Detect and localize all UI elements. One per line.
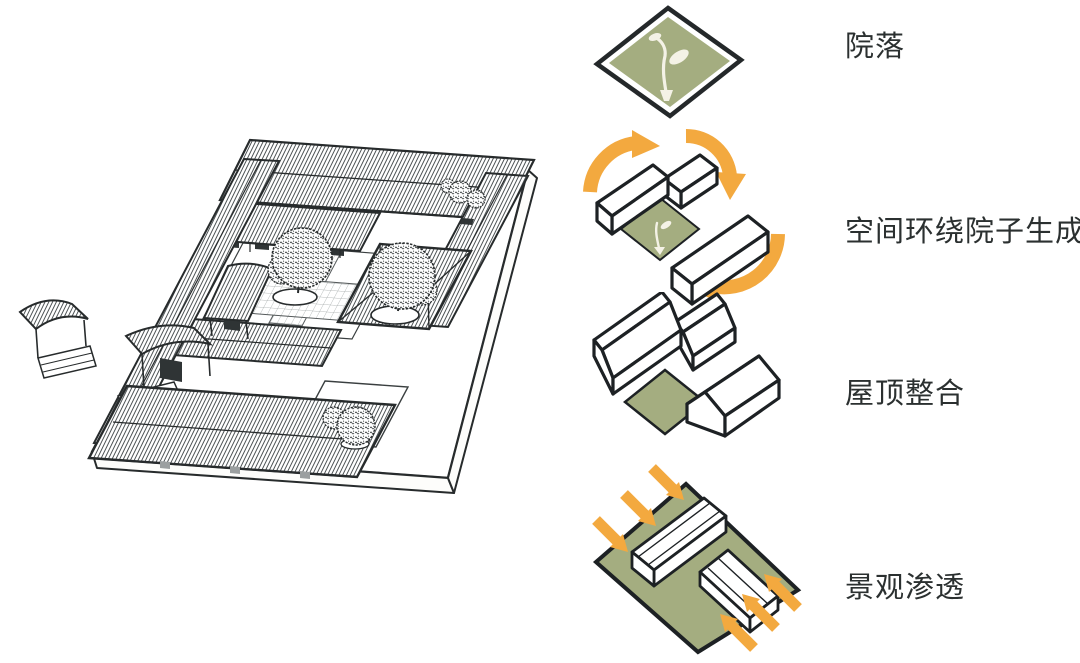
courtyard-plot-icon <box>593 5 745 119</box>
landscape-penetration-icon <box>592 464 802 655</box>
middle-hall-roof <box>171 317 343 368</box>
south-row-building <box>87 384 397 479</box>
plant-icon <box>648 33 689 101</box>
stage-label-massing: 空间环绕院子生成 <box>845 216 1080 248</box>
massing-blocks <box>595 153 770 306</box>
plant-icon-small <box>654 220 672 255</box>
stage-label-courtyard: 院落 <box>845 31 906 63</box>
stage-label-landscape: 景观渗透 <box>845 572 966 604</box>
l-shaped-building <box>630 496 780 634</box>
courtyard-trees <box>267 178 486 450</box>
stage-label-roof: 屋顶整合 <box>845 378 966 410</box>
inner-gate-pavilion <box>202 262 274 340</box>
penetration-arrows <box>592 464 802 652</box>
roof-integration-icon <box>592 292 781 438</box>
massing-around-courtyard-icon <box>583 128 785 306</box>
siheyuan-axonometric-illustration <box>18 138 538 494</box>
